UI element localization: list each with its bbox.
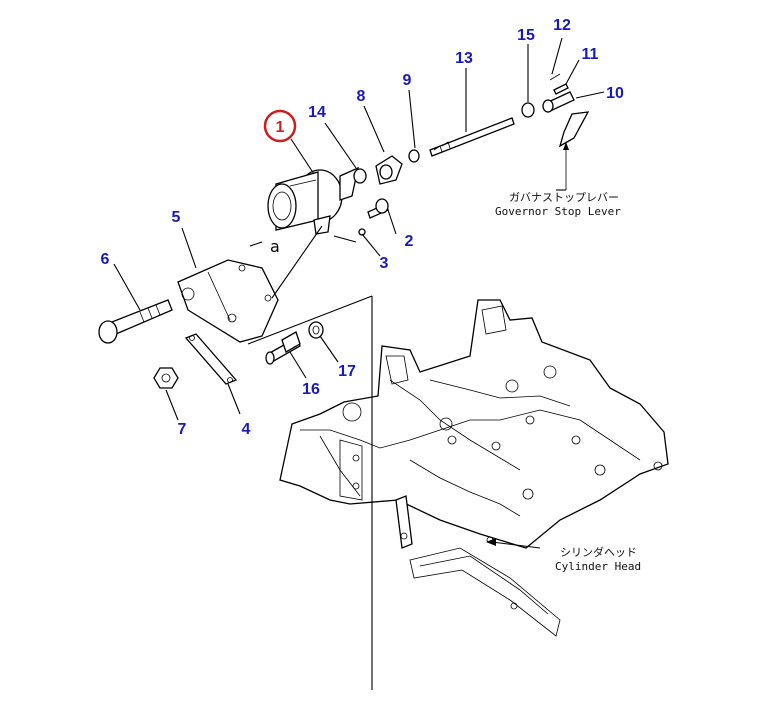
bolt-2-drawing (358, 198, 389, 236)
callout-15: 15 (517, 27, 535, 44)
linkage-drawing (353, 73, 575, 185)
callout-16: 16 (302, 381, 320, 398)
governor-caption-en: Governor Stop Lever (495, 205, 621, 218)
callout-8: 8 (357, 88, 366, 105)
cylinder-caption-jp: シリンダヘッド (560, 545, 637, 559)
callout-7: 7 (178, 421, 187, 438)
leader-lines (113, 37, 605, 690)
callout-2: 2 (405, 233, 414, 250)
callout-12: 12 (553, 17, 571, 34)
cylinder-caption-en: Cylinder Head (555, 560, 641, 573)
callout-10: 10 (606, 85, 624, 102)
callout-17: 17 (338, 363, 356, 380)
solenoid-drawing (267, 166, 359, 235)
cylinder-head-drawing (279, 299, 669, 637)
stay-drawing (184, 333, 238, 385)
callout-3: 3 (380, 255, 389, 272)
callout-13: 13 (455, 50, 473, 67)
bolt-drawing (98, 299, 173, 344)
callout-1: 1 (276, 119, 285, 136)
callout-5: 5 (172, 209, 181, 226)
governor-caption-jp: ガバナストップレバー (509, 191, 619, 204)
governor-lever-drawing (558, 111, 590, 190)
reference-mark-a: a (270, 237, 280, 256)
highlight-circle (263, 109, 297, 143)
callout-4: 4 (242, 421, 251, 438)
nut-drawing (153, 367, 179, 389)
callout-9: 9 (403, 72, 412, 89)
bracket-drawing (177, 259, 279, 343)
callout-11: 11 (582, 46, 599, 63)
callout-14: 14 (308, 104, 326, 121)
washer-17-drawing (308, 321, 324, 339)
callout-6: 6 (101, 251, 110, 268)
fitting-drawing (265, 331, 301, 365)
